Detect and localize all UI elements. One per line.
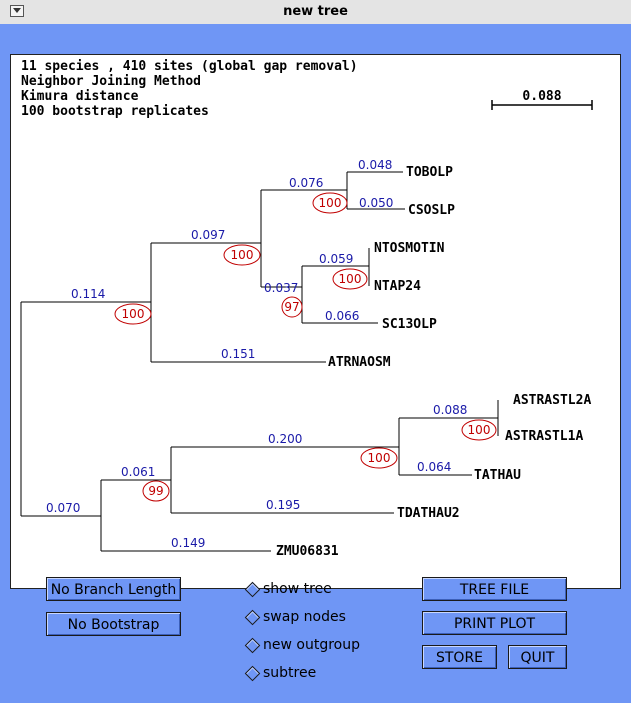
branch-length-csoslp: 0.050 bbox=[359, 196, 393, 210]
taxon-label-ntap24[interactable]: NTAP24 bbox=[374, 279, 421, 294]
bootstrap-oval bbox=[332, 268, 368, 290]
quit-button[interactable]: QUIT bbox=[508, 645, 567, 669]
bootstrap-lower-inner: 99 bbox=[148, 484, 163, 498]
taxon-label-tobolp[interactable]: TOBOLP bbox=[406, 165, 453, 180]
info-line-bootstrap: 100 bootstrap replicates bbox=[21, 104, 209, 119]
info-line-distance: Kimura distance bbox=[21, 89, 139, 104]
bootstrap-upper: 100 bbox=[122, 307, 145, 321]
bootstrap-oval bbox=[223, 244, 261, 266]
radio-diamond-icon bbox=[244, 609, 261, 626]
option-show-tree[interactable]: show tree bbox=[243, 579, 383, 599]
store-button[interactable]: STORE bbox=[422, 645, 497, 669]
radio-diamond-icon bbox=[244, 637, 261, 654]
bootstrap-ntos-ntap: 100 bbox=[339, 272, 362, 286]
branch-length-astrastl: 0.088 bbox=[433, 403, 467, 417]
tree-canvas: 11 species , 410 sites (global gap remov… bbox=[10, 54, 621, 589]
taxon-label-tdathau2[interactable]: TDATHAU2 bbox=[397, 506, 460, 521]
radio-diamond-icon bbox=[244, 581, 261, 598]
branch-length-zmu06831: 0.149 bbox=[171, 536, 205, 550]
branch-length-lower-inner: 0.061 bbox=[121, 465, 155, 479]
tree-branches bbox=[20, 171, 499, 552]
bootstrap-oval bbox=[461, 419, 497, 441]
option-new-outgroup-label: new outgroup bbox=[263, 637, 360, 653]
bootstrap-oval bbox=[281, 296, 303, 318]
title-bar: new tree bbox=[0, 0, 631, 25]
taxon-label-csoslp[interactable]: CSOSLP bbox=[408, 203, 455, 218]
scale-bar bbox=[491, 100, 593, 110]
taxon-label-astrastl2a[interactable]: ASTRASTL2A bbox=[513, 393, 591, 408]
branch-length-astra-clade: 0.200 bbox=[268, 432, 302, 446]
bootstrap-tobacco: 100 bbox=[231, 248, 254, 262]
branch-length-sc13olp: 0.066 bbox=[325, 309, 359, 323]
option-swap-nodes-label: swap nodes bbox=[263, 609, 346, 625]
branch-length-upper-clade: 0.114 bbox=[71, 287, 105, 301]
no-branch-length-button[interactable]: No Branch Length bbox=[46, 577, 181, 601]
bootstrap-ntos-sc13: 97 bbox=[284, 300, 299, 314]
info-line-method: Neighbor Joining Method bbox=[21, 74, 201, 89]
taxon-label-tathau[interactable]: TATHAU bbox=[474, 468, 521, 483]
option-swap-nodes[interactable]: swap nodes bbox=[243, 607, 383, 627]
bootstrap-oval bbox=[142, 480, 170, 502]
option-subtree[interactable]: subtree bbox=[243, 663, 383, 683]
option-new-outgroup[interactable]: new outgroup bbox=[243, 635, 383, 655]
option-show-tree-label: show tree bbox=[263, 581, 332, 597]
print-plot-button[interactable]: PRINT PLOT bbox=[422, 611, 567, 635]
branch-length-tdathau2: 0.195 bbox=[266, 498, 300, 512]
tree-plot: 11 species , 410 sites (global gap remov… bbox=[20, 59, 593, 559]
bootstrap-astra-tathau: 100 bbox=[368, 451, 391, 465]
branch-length-tobolp-csoslp: 0.076 bbox=[289, 176, 323, 190]
taxon-label-atrnaosm[interactable]: ATRNAOSM bbox=[328, 355, 391, 370]
bootstrap-oval bbox=[360, 447, 398, 469]
branch-length-ntos-clade: 0.037 bbox=[264, 281, 298, 295]
taxon-label-zmu06831[interactable]: ZMU06831 bbox=[276, 544, 339, 559]
window-menu-button[interactable] bbox=[10, 5, 24, 17]
branch-length-lower-clade: 0.070 bbox=[46, 501, 80, 515]
branch-length-atrnaosm: 0.151 bbox=[221, 347, 255, 361]
branch-length-tathau: 0.064 bbox=[417, 460, 451, 474]
scale-bar-label: 0.088 bbox=[522, 89, 561, 104]
window-body: 11 species , 410 sites (global gap remov… bbox=[0, 24, 631, 703]
taxon-label-ntosmotin[interactable]: NTOSMOTIN bbox=[374, 241, 445, 256]
branch-length-tobacco-clade: 0.097 bbox=[191, 228, 225, 242]
bootstrap-oval bbox=[312, 192, 348, 214]
bootstrap-oval bbox=[114, 303, 152, 325]
bootstrap-astrastl: 100 bbox=[468, 423, 491, 437]
branch-length-ntosmotin: 0.059 bbox=[319, 252, 353, 266]
branch-length-tobolp: 0.048 bbox=[358, 158, 392, 172]
radio-diamond-icon bbox=[244, 665, 261, 682]
tree-file-button[interactable]: TREE FILE bbox=[422, 577, 567, 601]
info-line-species: 11 species , 410 sites (global gap remov… bbox=[21, 59, 358, 74]
option-subtree-label: subtree bbox=[263, 665, 317, 681]
bootstrap-tobolp-csoslp: 100 bbox=[319, 196, 342, 210]
window-title: new tree bbox=[283, 4, 348, 19]
taxon-label-sc13olp[interactable]: SC13OLP bbox=[382, 317, 437, 332]
taxon-label-astrastl1a[interactable]: ASTRASTL1A bbox=[505, 429, 583, 444]
no-bootstrap-button[interactable]: No Bootstrap bbox=[46, 612, 181, 636]
